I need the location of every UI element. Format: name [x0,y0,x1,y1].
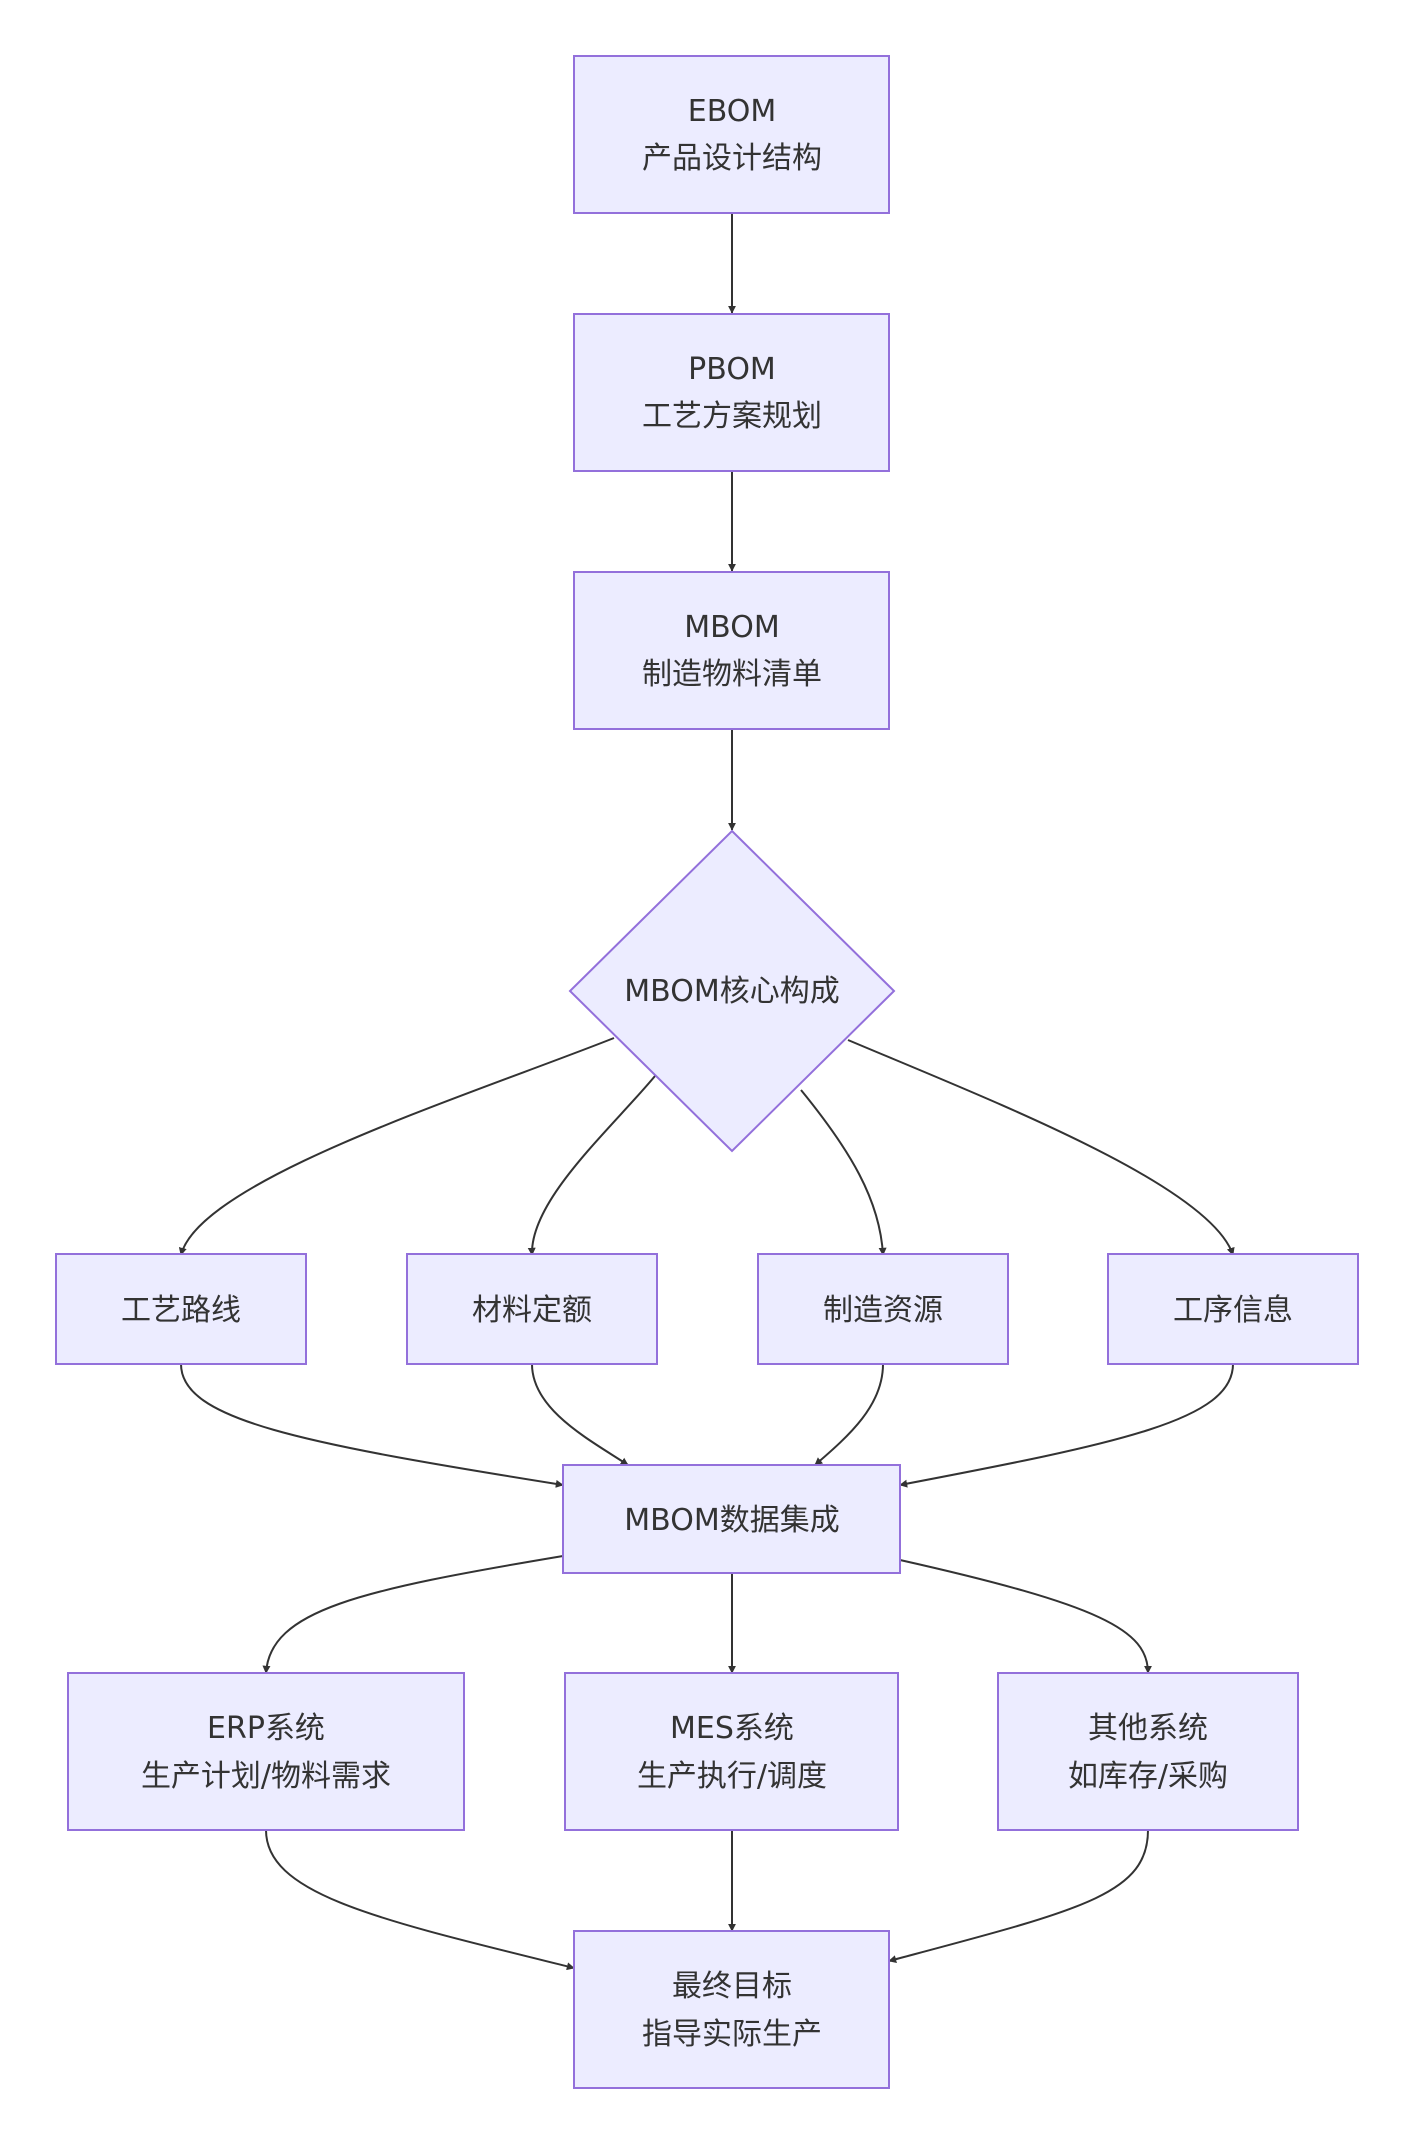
edge-operation-integration [899,1363,1234,1488]
edge-core-resource [800,1089,887,1256]
node-other: 其他系统 如库存/采购 [997,1672,1299,1831]
edge-other-goal [888,1829,1149,1964]
node-core-decision: MBOM核心构成 [568,829,896,1153]
node-core-label: MBOM核心构成 [624,974,839,1009]
edge-material-integration [531,1363,629,1466]
node-route-label: 工艺路线 [121,1293,241,1328]
node-pbom-subtitle: 工艺方案规划 [642,399,822,434]
node-erp-title: ERP系统 [207,1711,325,1746]
node-operation: 工序信息 [1107,1253,1359,1365]
node-pbom: PBOM 工艺方案规划 [573,313,890,472]
node-erp-subtitle: 生产计划/物料需求 [141,1759,391,1794]
node-integration: MBOM数据集成 [562,1464,901,1574]
node-goal: 最终目标 指导实际生产 [573,1930,890,2089]
node-goal-title: 最终目标 [672,1969,792,2004]
node-mes-subtitle: 生产执行/调度 [637,1759,827,1794]
node-erp: ERP系统 生产计划/物料需求 [67,1672,465,1831]
edges [178,211,1235,1971]
edge-integration-erp [262,1555,564,1674]
node-goal-subtitle: 指导实际生产 [642,2017,822,2052]
edge-core-operation [847,1039,1235,1256]
node-material-label: 材料定额 [472,1293,592,1328]
node-mes: MES系统 生产执行/调度 [564,1672,899,1831]
node-material: 材料定额 [406,1253,658,1365]
node-mbom-subtitle: 制造物料清单 [642,657,822,692]
node-resource-label: 制造资源 [823,1293,943,1328]
edge-integration-other [899,1559,1152,1674]
node-other-title: 其他系统 [1088,1711,1208,1746]
node-integration-label: MBOM数据集成 [624,1503,839,1538]
edge-core-route [178,1037,615,1256]
node-other-subtitle: 如库存/采购 [1068,1759,1228,1794]
edge-erp-goal [265,1829,575,1971]
node-ebom-title: EBOM [688,94,777,129]
node-operation-label: 工序信息 [1173,1293,1293,1328]
edge-core-material [527,1075,656,1256]
node-mbom-title: MBOM [684,610,779,645]
edge-resource-integration [814,1363,884,1466]
node-mbom: MBOM 制造物料清单 [573,571,890,730]
edge-route-integration [180,1363,564,1488]
node-ebom-subtitle: 产品设计结构 [642,141,822,176]
node-mes-title: MES系统 [670,1711,794,1746]
node-pbom-title: PBOM [688,352,776,387]
node-resource: 制造资源 [757,1253,1009,1365]
node-ebom: EBOM 产品设计结构 [573,55,890,214]
node-route: 工艺路线 [55,1253,307,1365]
